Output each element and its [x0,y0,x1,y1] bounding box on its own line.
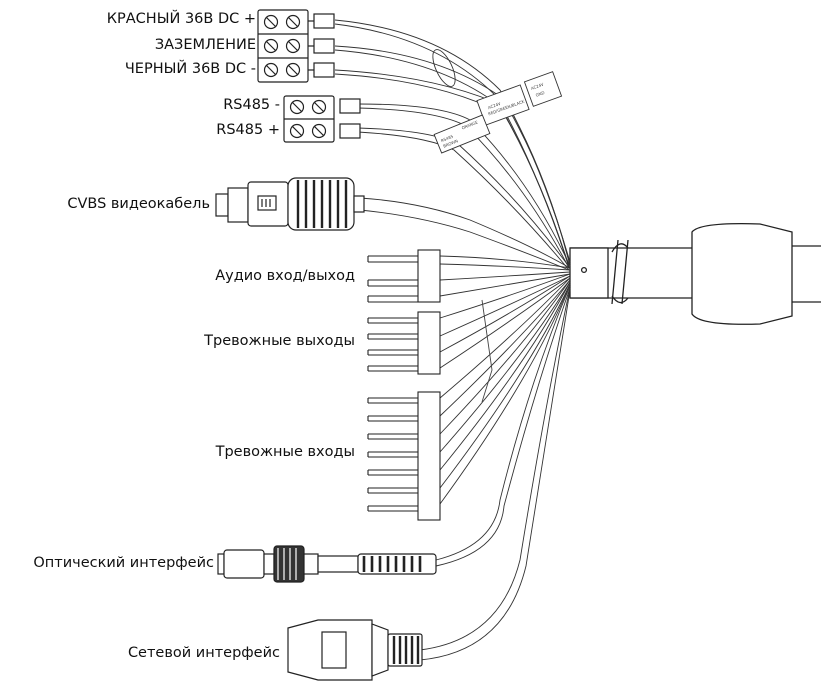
label-red-36v-dc-plus: КРАСНЫЙ 36В DC + [106,11,256,27]
label-cvbs-video-cable: CVBS видеокабель [67,196,210,212]
label-audio-in-out: Аудио вход/выход [215,268,355,284]
bracket-lines [481,299,493,403]
tag-text: RS485 [440,134,454,144]
tag-text: GND [535,90,545,98]
label-rs485-minus: RS485 - [223,97,280,113]
label-rs485-plus: RS485 + [216,122,280,138]
alarm-output-header [367,311,441,375]
label-network-interface: Сетевой интерфейс [127,645,280,661]
power-terminal-block [257,9,335,83]
network-rj45-connector [287,619,423,681]
tag-text: ORANGE [461,119,479,130]
cvbs-bnc-connector [215,177,365,231]
rs485-terminal-block [283,95,361,143]
alarm-input-header [367,391,441,521]
wire-tags [433,71,563,154]
optical-connector [217,545,437,583]
label-black-36v-dc-minus: ЧЕРНЫЙ 36В DC - [124,61,256,77]
tag-text: BROWN [442,138,458,148]
audio-header [367,249,441,303]
label-optical-interface: Оптический интерфейс [33,555,214,571]
tag-text: AC24V [530,82,544,91]
tag-text: AC24V [487,101,501,110]
label-alarm-outputs: Тревожные выходы [204,333,355,349]
label-ground: ЗАЗЕМЛЕНИЕ [154,37,256,53]
label-alarm-inputs: Тревожные входы [215,444,355,460]
main-cable [569,223,821,325]
